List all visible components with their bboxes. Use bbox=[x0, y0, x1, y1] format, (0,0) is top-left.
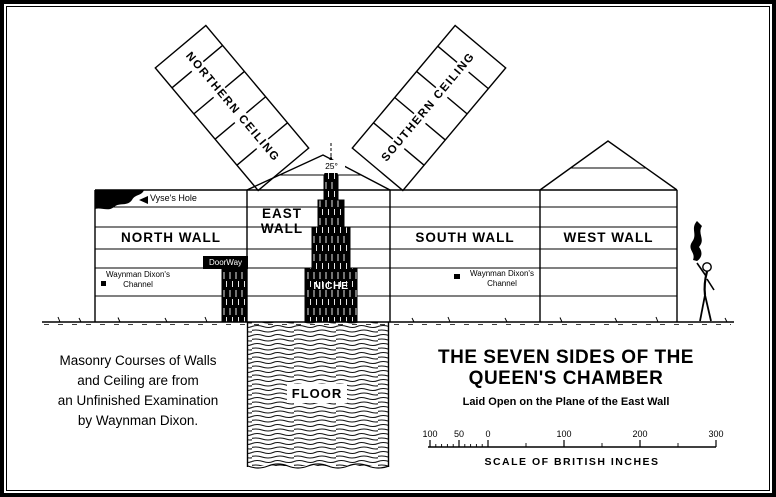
note-line3: an Unfinished Examination bbox=[57, 393, 219, 408]
page-subtitle: Laid Open on the Plane of the East Wall bbox=[462, 396, 670, 408]
niche-shape bbox=[304, 155, 358, 323]
wall-outlines bbox=[94, 140, 678, 322]
doorway-opening bbox=[221, 267, 248, 323]
channel-label-north: Waynman Dixon's Channel bbox=[99, 270, 177, 289]
east-wall-label-line2: WALL bbox=[260, 221, 304, 236]
torch-flame-icon bbox=[690, 221, 702, 261]
channel-south-line2: Channel bbox=[487, 278, 517, 288]
scale-tick-label: 100 bbox=[556, 429, 572, 439]
scale-tick-label: 200 bbox=[632, 429, 648, 439]
vyse-hole-blob bbox=[95, 190, 144, 210]
niche-label: NICHE bbox=[313, 280, 349, 292]
note-line4: by Waynman Dixon. bbox=[77, 413, 199, 428]
vyse-hole-arrow bbox=[139, 196, 148, 204]
channel-north-line1: Waynman Dixon's bbox=[106, 270, 170, 279]
scale-tick-label: 50 bbox=[453, 429, 465, 439]
doorway-label: DoorWay bbox=[203, 256, 248, 269]
page-title-line2: QUEEN'S CHAMBER bbox=[468, 368, 664, 389]
east-wall-label-line1: EAST bbox=[261, 206, 302, 221]
floor-label: FLOOR bbox=[287, 384, 347, 403]
channel-south-line1: Waynman Dixon's bbox=[470, 269, 534, 278]
note-line2: and Ceiling are from bbox=[77, 373, 199, 388]
channel-mark-south bbox=[454, 274, 460, 279]
page-title-line1: THE SEVEN SIDES OF THE bbox=[438, 347, 694, 368]
south-wall-label: SOUTH WALL bbox=[415, 230, 515, 245]
scale-bar bbox=[428, 440, 717, 448]
note-line1: Masonry Courses of Walls bbox=[59, 353, 217, 368]
note-block: Masonry Courses of Walls and Ceiling are… bbox=[28, 351, 248, 431]
title-block: THE SEVEN SIDES OF THE QUEEN'S CHAMBER L… bbox=[413, 347, 719, 408]
channel-label-south: Waynman Dixon's Channel bbox=[462, 269, 542, 288]
angle-label: 25° bbox=[318, 160, 345, 173]
channel-north-line2: Channel bbox=[123, 279, 153, 289]
human-figure bbox=[696, 262, 715, 322]
torch-figure bbox=[690, 221, 715, 322]
north-wall-label: NORTH WALL bbox=[121, 230, 221, 245]
east-wall-label: EAST WALL bbox=[251, 206, 313, 236]
masonry-course-lines bbox=[95, 206, 677, 297]
scale-caption: SCALE OF BRITISH INCHES bbox=[484, 456, 660, 468]
west-wall-label: WEST WALL bbox=[563, 230, 654, 245]
channel-mark-north bbox=[101, 281, 106, 286]
vyses-hole-label: Vyse's Hole bbox=[150, 193, 197, 203]
scale-tick-label: 300 bbox=[708, 429, 724, 439]
scale-tick-label: 100 bbox=[422, 429, 438, 439]
ground-line bbox=[42, 316, 734, 325]
scale-tick-label: 0 bbox=[485, 429, 491, 439]
